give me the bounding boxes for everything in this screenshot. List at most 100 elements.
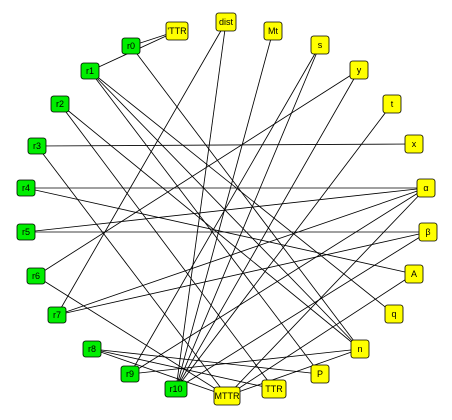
node-r10[interactable]: r10 [164, 380, 188, 398]
edge-r9-alpha [129, 187, 427, 375]
node-box-r8 [82, 340, 102, 358]
node-t[interactable]: t [382, 94, 402, 114]
node-r5[interactable]: r5 [16, 223, 36, 241]
node-label-Mt: Mt [268, 26, 278, 36]
node-box-r3 [27, 137, 47, 155]
edge-MTTR-A [226, 273, 415, 397]
node-label-dist: dist [219, 17, 234, 27]
node-x[interactable]: x [404, 134, 424, 154]
node-label-r8: r8 [88, 344, 96, 354]
node-r7[interactable]: r7 [47, 306, 67, 324]
edge-r9-n [129, 348, 361, 375]
edge-r10-beta [175, 231, 429, 390]
node-box-r7 [47, 306, 67, 324]
node-box-q [384, 304, 404, 324]
edge-r3-x [36, 143, 415, 147]
node-r1[interactable]: r1 [80, 62, 100, 80]
node-r9[interactable]: r9 [120, 365, 140, 383]
node-box-TTR_top [165, 21, 189, 41]
node-label-n: n [357, 344, 362, 354]
node-box-r6 [26, 267, 46, 285]
node-label-y: y [357, 65, 362, 75]
node-box-r0 [121, 37, 141, 55]
node-box-A [404, 264, 424, 284]
edge-layer [25, 21, 429, 397]
node-label-s: s [318, 40, 323, 50]
edge-r7-dist [56, 21, 227, 316]
node-label-x: x [412, 139, 417, 149]
node-label-r10: r10 [169, 384, 182, 394]
node-label-A: A [411, 269, 417, 279]
node-y[interactable]: y [349, 60, 369, 80]
node-r2[interactable]: r2 [50, 95, 70, 113]
node-box-r2 [50, 95, 70, 113]
node-beta[interactable]: β [418, 222, 438, 242]
node-TTR_top[interactable]: 'TTR [165, 21, 189, 41]
node-box-r10 [164, 380, 188, 398]
edge-r3-MTTR [36, 145, 228, 397]
edge-r4-A [25, 187, 415, 275]
node-dist[interactable]: dist [215, 12, 237, 32]
node-P[interactable]: P [310, 364, 330, 384]
node-label-P: P [317, 369, 323, 379]
node-label-TTR_top: 'TTR [167, 26, 187, 36]
node-Mt[interactable]: Mt [263, 21, 283, 41]
node-label-MTTR: MTTR [215, 391, 240, 401]
node-label-t: t [391, 99, 394, 109]
node-r4[interactable]: r4 [16, 179, 36, 197]
edge-r10-Mt [175, 30, 274, 390]
node-box-y [349, 60, 369, 80]
node-label-r1: r1 [86, 66, 94, 76]
node-box-Mt [263, 21, 283, 41]
node-A[interactable]: A [404, 264, 424, 284]
edge-r10-dist [175, 21, 227, 390]
node-label-r4: r4 [22, 183, 30, 193]
node-label-r3: r3 [33, 141, 41, 151]
node-q[interactable]: q [384, 304, 404, 324]
node-box-x [404, 134, 424, 154]
edge-r10-y [175, 69, 360, 390]
node-label-r6: r6 [32, 271, 40, 281]
node-s[interactable]: s [310, 35, 330, 55]
edge-r2-TTR [59, 103, 275, 390]
edge-r8-TTR [91, 348, 275, 390]
edge-r8-MTTR [91, 348, 228, 397]
node-label-r5: r5 [22, 227, 30, 237]
node-label-r0: r0 [127, 41, 135, 51]
node-label-r7: r7 [53, 310, 61, 320]
node-box-n [350, 339, 370, 359]
node-box-s [310, 35, 330, 55]
node-box-dist [215, 12, 237, 32]
node-box-alpha [416, 178, 436, 198]
edge-r7-alpha [56, 187, 427, 316]
edge-r8-P [91, 348, 321, 375]
node-label-beta: β [425, 227, 430, 237]
edge-r6-y [35, 69, 360, 277]
node-r6[interactable]: r6 [26, 267, 46, 285]
edge-MTTR-n [226, 348, 361, 397]
node-r3[interactable]: r3 [27, 137, 47, 155]
node-r8[interactable]: r8 [82, 340, 102, 358]
edge-r1-q [89, 70, 395, 315]
edge-MTTR-alpha [226, 187, 427, 397]
edge-r5-alpha [25, 187, 427, 233]
node-r0[interactable]: r0 [121, 37, 141, 55]
node-TTR[interactable]: TTR [261, 379, 287, 399]
node-label-TTR: TTR [265, 384, 283, 394]
node-box-r5 [16, 223, 36, 241]
node-n[interactable]: n [350, 339, 370, 359]
node-box-P [310, 364, 330, 384]
edge-r2-n [59, 103, 361, 350]
node-label-r2: r2 [56, 99, 64, 109]
node-MTTR[interactable]: MTTR [213, 386, 241, 406]
node-alpha[interactable]: α [416, 178, 436, 198]
edge-r10-t [175, 103, 393, 390]
node-box-r4 [16, 179, 36, 197]
node-box-t [382, 94, 402, 114]
node-box-TTR [261, 379, 287, 399]
node-box-r9 [120, 365, 140, 383]
node-box-beta [418, 222, 438, 242]
edge-r10-s [175, 44, 321, 390]
node-label-alpha: α [423, 183, 428, 193]
